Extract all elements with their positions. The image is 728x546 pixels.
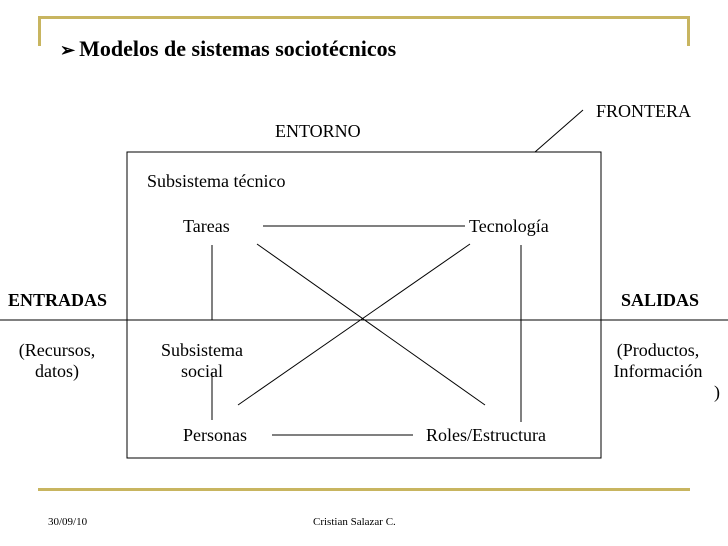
entorno-label: ENTORNO — [275, 121, 361, 141]
subsistema-social-line-2: social — [181, 361, 223, 381]
salidas-detail-line-1: (Productos, — [616, 340, 700, 360]
tecnologia-node: Tecnología — [469, 216, 549, 236]
subsistema-tecnico-label: Subsistema técnico — [147, 171, 286, 191]
tareas-roles-link — [256, 243, 486, 406]
entradas-detail: (Recursos, datos) — [4, 340, 110, 382]
top-right-rule — [687, 16, 690, 46]
salidas-detail-line-2: Información — [613, 361, 703, 381]
salidas-detail: (Productos, Información ) — [596, 340, 720, 403]
top-rule — [38, 16, 690, 19]
salidas-label: SALIDAS — [621, 290, 700, 310]
subsistema-social-line-1: Subsistema — [160, 340, 243, 360]
roles-estructura-node: Roles/Estructura — [426, 425, 546, 445]
entradas-detail-line-2: datos) — [35, 361, 79, 381]
slide-title: ➢Modelos de sistemas sociotécnicos — [60, 36, 396, 62]
top-left-rule — [38, 16, 41, 46]
personas-node: Personas — [183, 425, 247, 445]
tareas-node: Tareas — [183, 216, 230, 236]
footer-date: 30/09/10 — [48, 516, 88, 528]
entradas-label: ENTRADAS — [8, 290, 108, 310]
bullet-arrow-icon: ➢ — [60, 40, 76, 60]
subsistema-social-label: Subsistema social — [140, 340, 264, 382]
entradas-detail-line-1: (Recursos, — [18, 340, 96, 360]
bottom-rule — [38, 488, 690, 491]
salidas-detail-line-3: ) — [714, 382, 720, 402]
footer-author: Cristian Salazar C. — [313, 516, 396, 528]
frontera-label: FRONTERA — [596, 101, 692, 121]
tecnologia-personas-link — [237, 243, 471, 406]
system-boundary — [126, 151, 602, 459]
frontera-pointer — [534, 109, 584, 153]
slide-title-text: Modelos de sistemas sociotécnicos — [79, 36, 397, 61]
